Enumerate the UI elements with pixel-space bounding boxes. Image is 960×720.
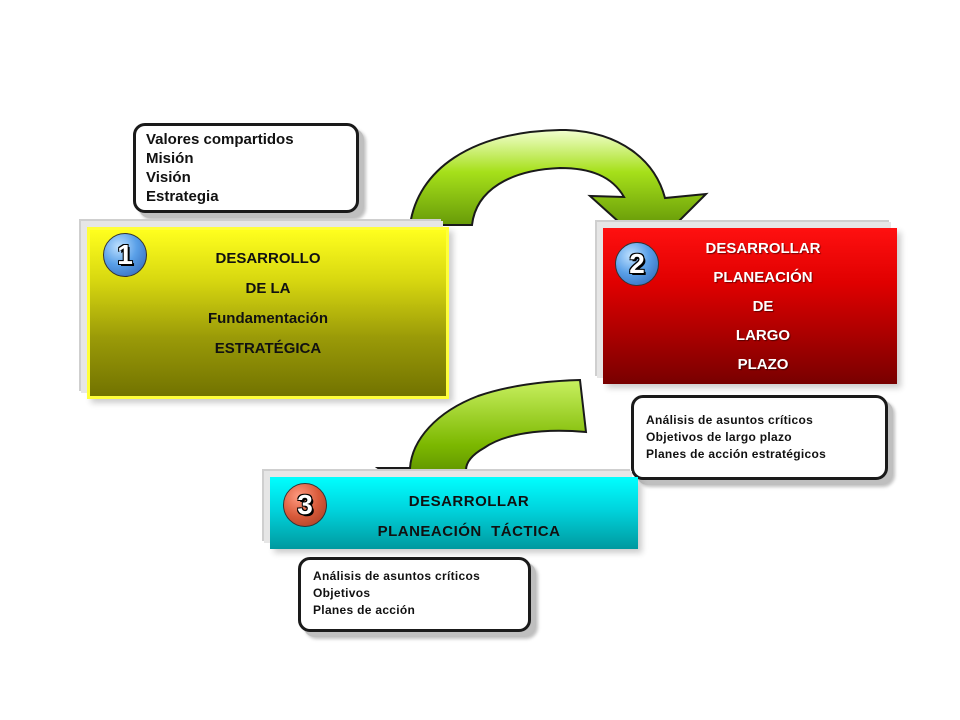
step-1-line: DESARROLLO [215,250,321,267]
step-3-box: DESARROLLAR PLANEACIÓN TÁCTICA [270,477,638,549]
step-1-line: ESTRATÉGICA [214,340,322,357]
step-1-line: DE LA [245,280,291,297]
note-long-term: Análisis de asuntos críticos Objetivos d… [631,395,888,480]
note-line: Misión [146,150,194,167]
note-tactical: Análisis de asuntos críticos Objetivos P… [298,557,531,632]
step-3-badge: 3 [283,483,327,527]
note-line: Objetivos [313,586,371,600]
note-line: Planes de acción [313,603,416,617]
note-line: Valores compartidos [146,131,294,148]
step-2-line: PLANEACIÓN [713,269,813,286]
note-line: Objetivos de largo plazo [646,430,792,444]
step-1-badge: 1 [103,233,147,277]
step-1-box: DESARROLLO DE LA Fundamentación ESTRATÉG… [87,227,449,399]
step-2-line: PLAZO [737,356,789,373]
step-2-badge: 2 [615,242,659,286]
note-line: Análisis de asuntos críticos [313,569,481,583]
note-line: Análisis de asuntos críticos [646,413,814,427]
note-line: Visión [146,169,191,186]
note-line: Planes de acción estratégicos [646,447,827,461]
step-2-line: DE [752,298,774,315]
step-2-line: DESARROLLAR [705,240,821,257]
step-2-box: DESARROLLAR PLANEACIÓN DE LARGO PLAZO [603,228,897,384]
step-2-line: LARGO [735,327,791,344]
note-line: Estrategia [146,188,219,205]
note-shared-values: Valores compartidos Misión Visión Estrat… [133,123,359,213]
step-3-line: PLANEACIÓN TÁCTICA [377,523,561,540]
step-3-line: DESARROLLAR [408,493,530,510]
step-1-line: Fundamentación [207,310,328,327]
